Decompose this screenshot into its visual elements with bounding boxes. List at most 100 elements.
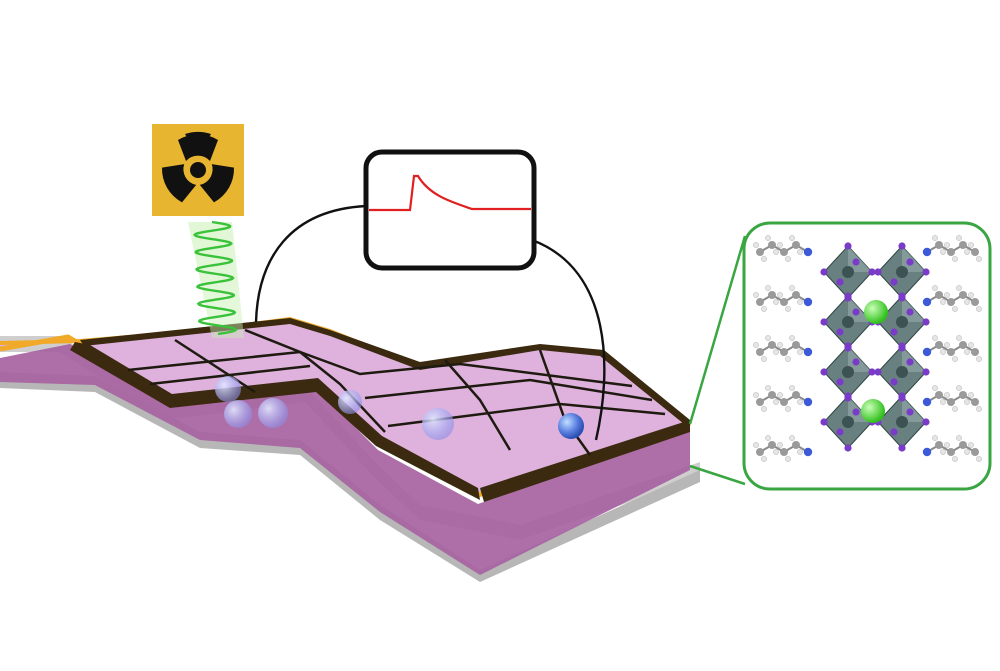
hydrogen-atom (944, 242, 950, 248)
carbon-atom (756, 448, 764, 456)
carbon-atom (947, 298, 955, 306)
hydrogen-atom (940, 349, 946, 355)
nitrogen-atom (803, 247, 813, 257)
hydrogen-atom (789, 435, 795, 441)
carbon-atom (935, 391, 943, 399)
carbon-atom (971, 298, 979, 306)
carbon-atom (959, 291, 967, 299)
lead-atom (842, 266, 854, 278)
carbon-atom (792, 241, 800, 249)
iodide-atom (852, 408, 860, 416)
carbon-atom (756, 248, 764, 256)
hydrogen-atom (777, 392, 783, 398)
iodide-atom (922, 368, 930, 376)
hydrogen-atom (952, 456, 958, 462)
hydrogen-atom (777, 242, 783, 248)
hydrogen-atom (753, 292, 759, 298)
hydrogen-atom (785, 456, 791, 462)
carbon-atom (971, 348, 979, 356)
radiation-source (152, 124, 244, 338)
iodide-atom (906, 308, 914, 316)
nitrogen-atom (803, 297, 813, 307)
carbon-atom (971, 248, 979, 256)
hydrogen-atom (976, 456, 982, 462)
carbon-atom (959, 341, 967, 349)
hydrogen-atom (761, 256, 767, 262)
hydrogen-atom (976, 256, 982, 262)
hydrogen-atom (956, 385, 962, 391)
iodide-atom (868, 268, 876, 276)
hydrogen-atom (797, 249, 803, 255)
iodide-atom (898, 342, 906, 350)
gamma-ray-wave (193, 220, 238, 336)
iodide-atom (836, 328, 844, 336)
iodide-atom (922, 268, 930, 276)
iodide-atom (890, 278, 898, 286)
hydrogen-atom (773, 299, 779, 305)
carbon-atom (935, 241, 943, 249)
iodide-atom (890, 428, 898, 436)
carbon-atom (947, 348, 955, 356)
hydrogen-atom (956, 335, 962, 341)
crystal-structure-inset (742, 221, 992, 491)
hydrogen-atom (968, 442, 974, 448)
hydrogen-atom (797, 449, 803, 455)
hydrogen-atom (785, 306, 791, 312)
carbon-atom (935, 291, 943, 299)
carbon-atom (792, 291, 800, 299)
hydrogen-atom (932, 335, 938, 341)
hydrogen-atom (789, 285, 795, 291)
iodide-atom (898, 292, 906, 300)
octahedron-face (848, 346, 872, 372)
hydrogen-atom (964, 449, 970, 455)
lead-atom (896, 416, 908, 428)
iodide-atom (844, 444, 852, 452)
hydrogen-atom (956, 285, 962, 291)
hydrogen-atom (797, 349, 803, 355)
hydrogen-atom (785, 406, 791, 412)
hydrogen-atom (765, 235, 771, 241)
hydrogen-atom (761, 406, 767, 412)
octahedron-face (848, 246, 872, 272)
iodide-atom (844, 342, 852, 350)
hydrogen-atom (976, 306, 982, 312)
hydrogen-atom (944, 292, 950, 298)
readout-circuit (254, 149, 606, 441)
hydrogen-atom (964, 299, 970, 305)
carbon-atom (780, 298, 788, 306)
iodide-atom (852, 358, 860, 366)
hydrogen-atom (964, 399, 970, 405)
iodide-atom (890, 328, 898, 336)
carbon-atom (768, 341, 776, 349)
hydrogen-atom (968, 342, 974, 348)
carbon-atom (971, 398, 979, 406)
lead-atom (842, 366, 854, 378)
organic-cation-chains (753, 235, 982, 462)
iodide-atom (820, 418, 828, 426)
film-body-side (0, 344, 690, 575)
iodide-atom (820, 318, 828, 326)
hydrogen-atom (765, 435, 771, 441)
hydrogen-atom (773, 249, 779, 255)
hydrogen-atom (932, 435, 938, 441)
carbon-atom (792, 441, 800, 449)
hydrogen-atom (940, 399, 946, 405)
hydrogen-atom (932, 385, 938, 391)
hydrogen-atom (777, 442, 783, 448)
iodide-atom (820, 268, 828, 276)
a-site-cation (864, 300, 888, 324)
wire-right (531, 238, 606, 441)
iodide-atoms (820, 242, 930, 452)
nitrogen-atom (803, 347, 813, 357)
hydrogen-atom (940, 449, 946, 455)
carbon-atom (959, 391, 967, 399)
lead-atom (896, 316, 908, 328)
nitrogen-atom (922, 347, 932, 357)
hydrogen-atom (753, 442, 759, 448)
lead-atom (842, 416, 854, 428)
hydrogen-atom (944, 442, 950, 448)
oscilloscope-frame (363, 149, 537, 271)
hydrogen-atom (765, 285, 771, 291)
iodide-atom (906, 408, 914, 416)
